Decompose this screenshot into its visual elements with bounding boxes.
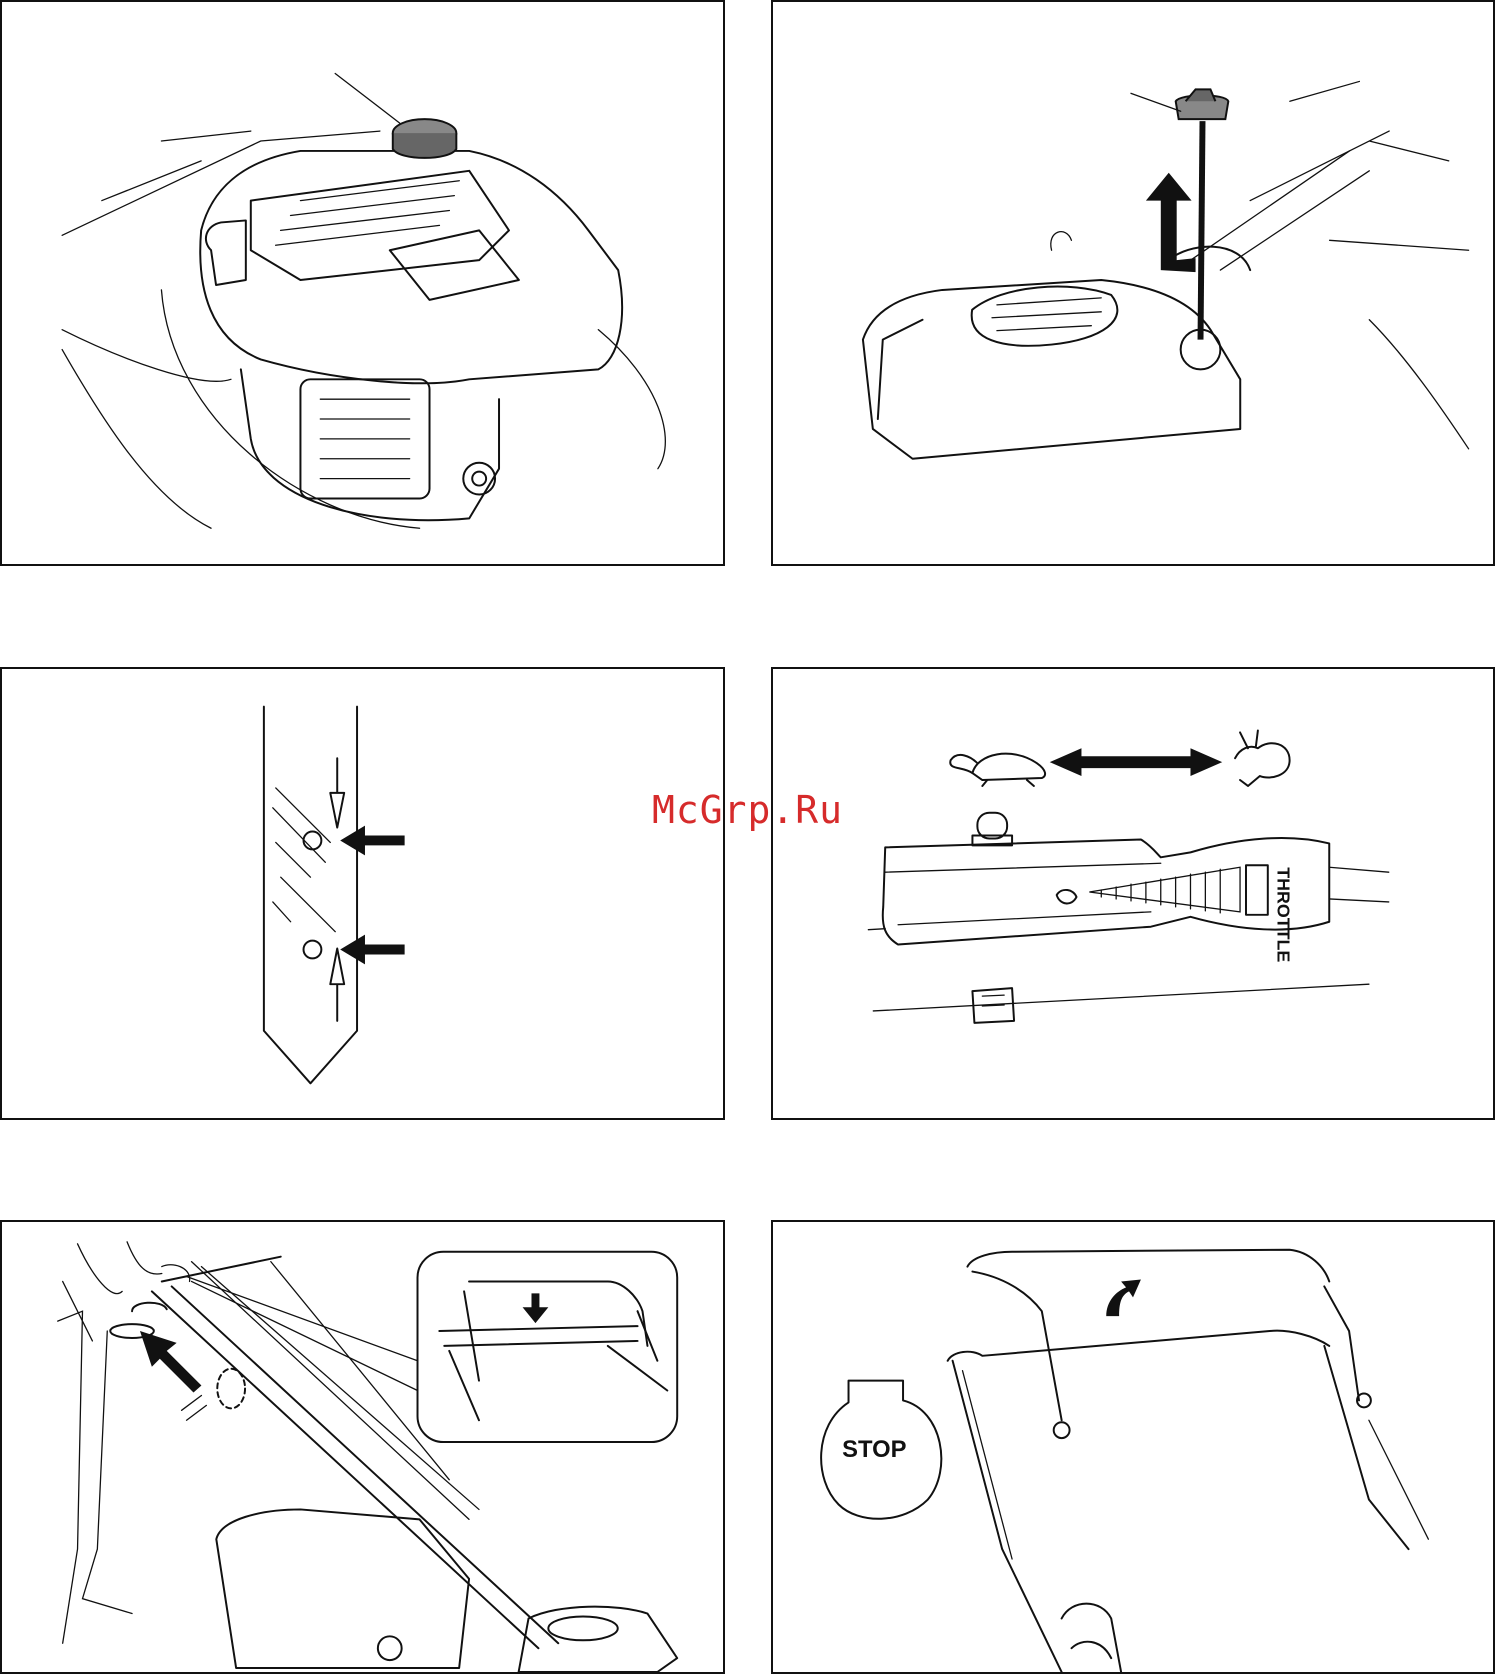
starting-illustration xyxy=(2,1222,723,1672)
dipstick-icon xyxy=(1176,89,1229,119)
dipstick-illustration xyxy=(773,2,1493,564)
figure-panel-throttle: THROTTLE xyxy=(771,667,1495,1120)
stop-sign-label: STOP xyxy=(842,1436,906,1463)
figure-panel-engine-fuel-cap xyxy=(0,0,725,566)
figure-panel-starting xyxy=(0,1220,725,1674)
arrow-icon xyxy=(140,1331,201,1392)
throttle-label: THROTTLE xyxy=(1274,867,1294,962)
oil-level-illustration xyxy=(2,669,723,1118)
figure-panel-dipstick xyxy=(771,0,1495,566)
arrow-icon xyxy=(340,826,404,856)
figure-panel-stop: STOP xyxy=(771,1220,1495,1674)
arrow-icon xyxy=(523,1293,549,1323)
stop-illustration: STOP xyxy=(773,1222,1493,1672)
fuel-cap-icon xyxy=(393,119,457,158)
rabbit-fast-icon xyxy=(1235,730,1290,786)
arrow-icon xyxy=(340,935,404,965)
figure-panel-oil-level xyxy=(0,667,725,1120)
throttle-illustration: THROTTLE xyxy=(773,669,1493,1118)
arrow-icon xyxy=(1106,1279,1141,1316)
watermark: McGrp.Ru xyxy=(652,788,843,832)
turtle-slow-icon xyxy=(950,754,1045,786)
engine-illustration xyxy=(2,2,723,564)
